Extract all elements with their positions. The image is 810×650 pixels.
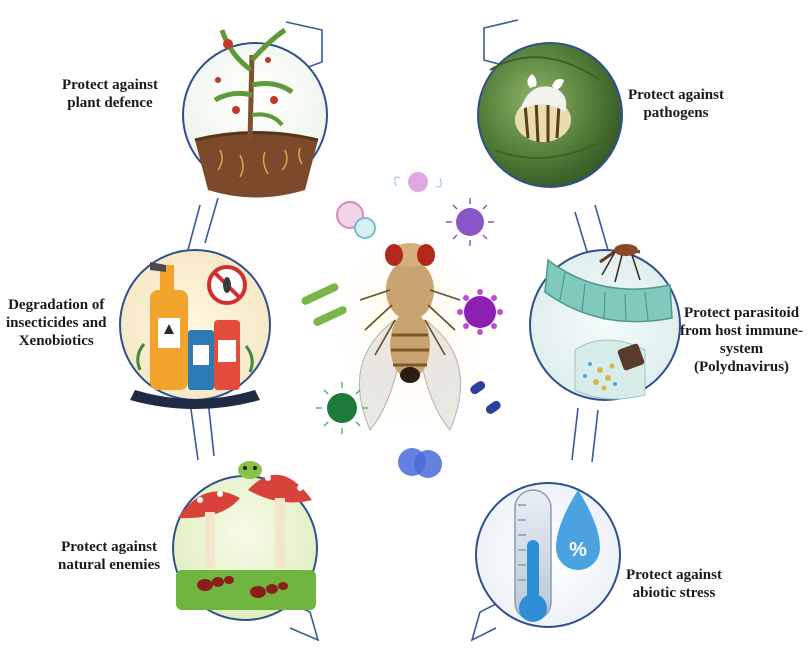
panel-abiotic-stress: %: [476, 483, 620, 627]
center-fly-microbes: [300, 172, 503, 478]
label-abiotic-stress: Protect against abiotic stress: [626, 566, 722, 602]
label-parasitoid: Protect parasitoid from host immune- sys…: [680, 304, 803, 376]
panel-parasitoid: [530, 244, 680, 400]
label-natural-enemies: Protect against natural enemies: [58, 538, 160, 574]
label-insecticides: Degradation of insecticides and Xenobiot…: [6, 296, 106, 350]
panel-insecticides: [120, 250, 270, 409]
percent-symbol: %: [569, 539, 587, 561]
label-plant-defence: Protect against plant defence: [62, 76, 158, 112]
panel-plant-defence: [183, 30, 327, 198]
panel-pathogens: [478, 43, 622, 187]
label-pathogens: Protect against pathogens: [628, 86, 724, 122]
panel-natural-enemies: [173, 461, 317, 620]
